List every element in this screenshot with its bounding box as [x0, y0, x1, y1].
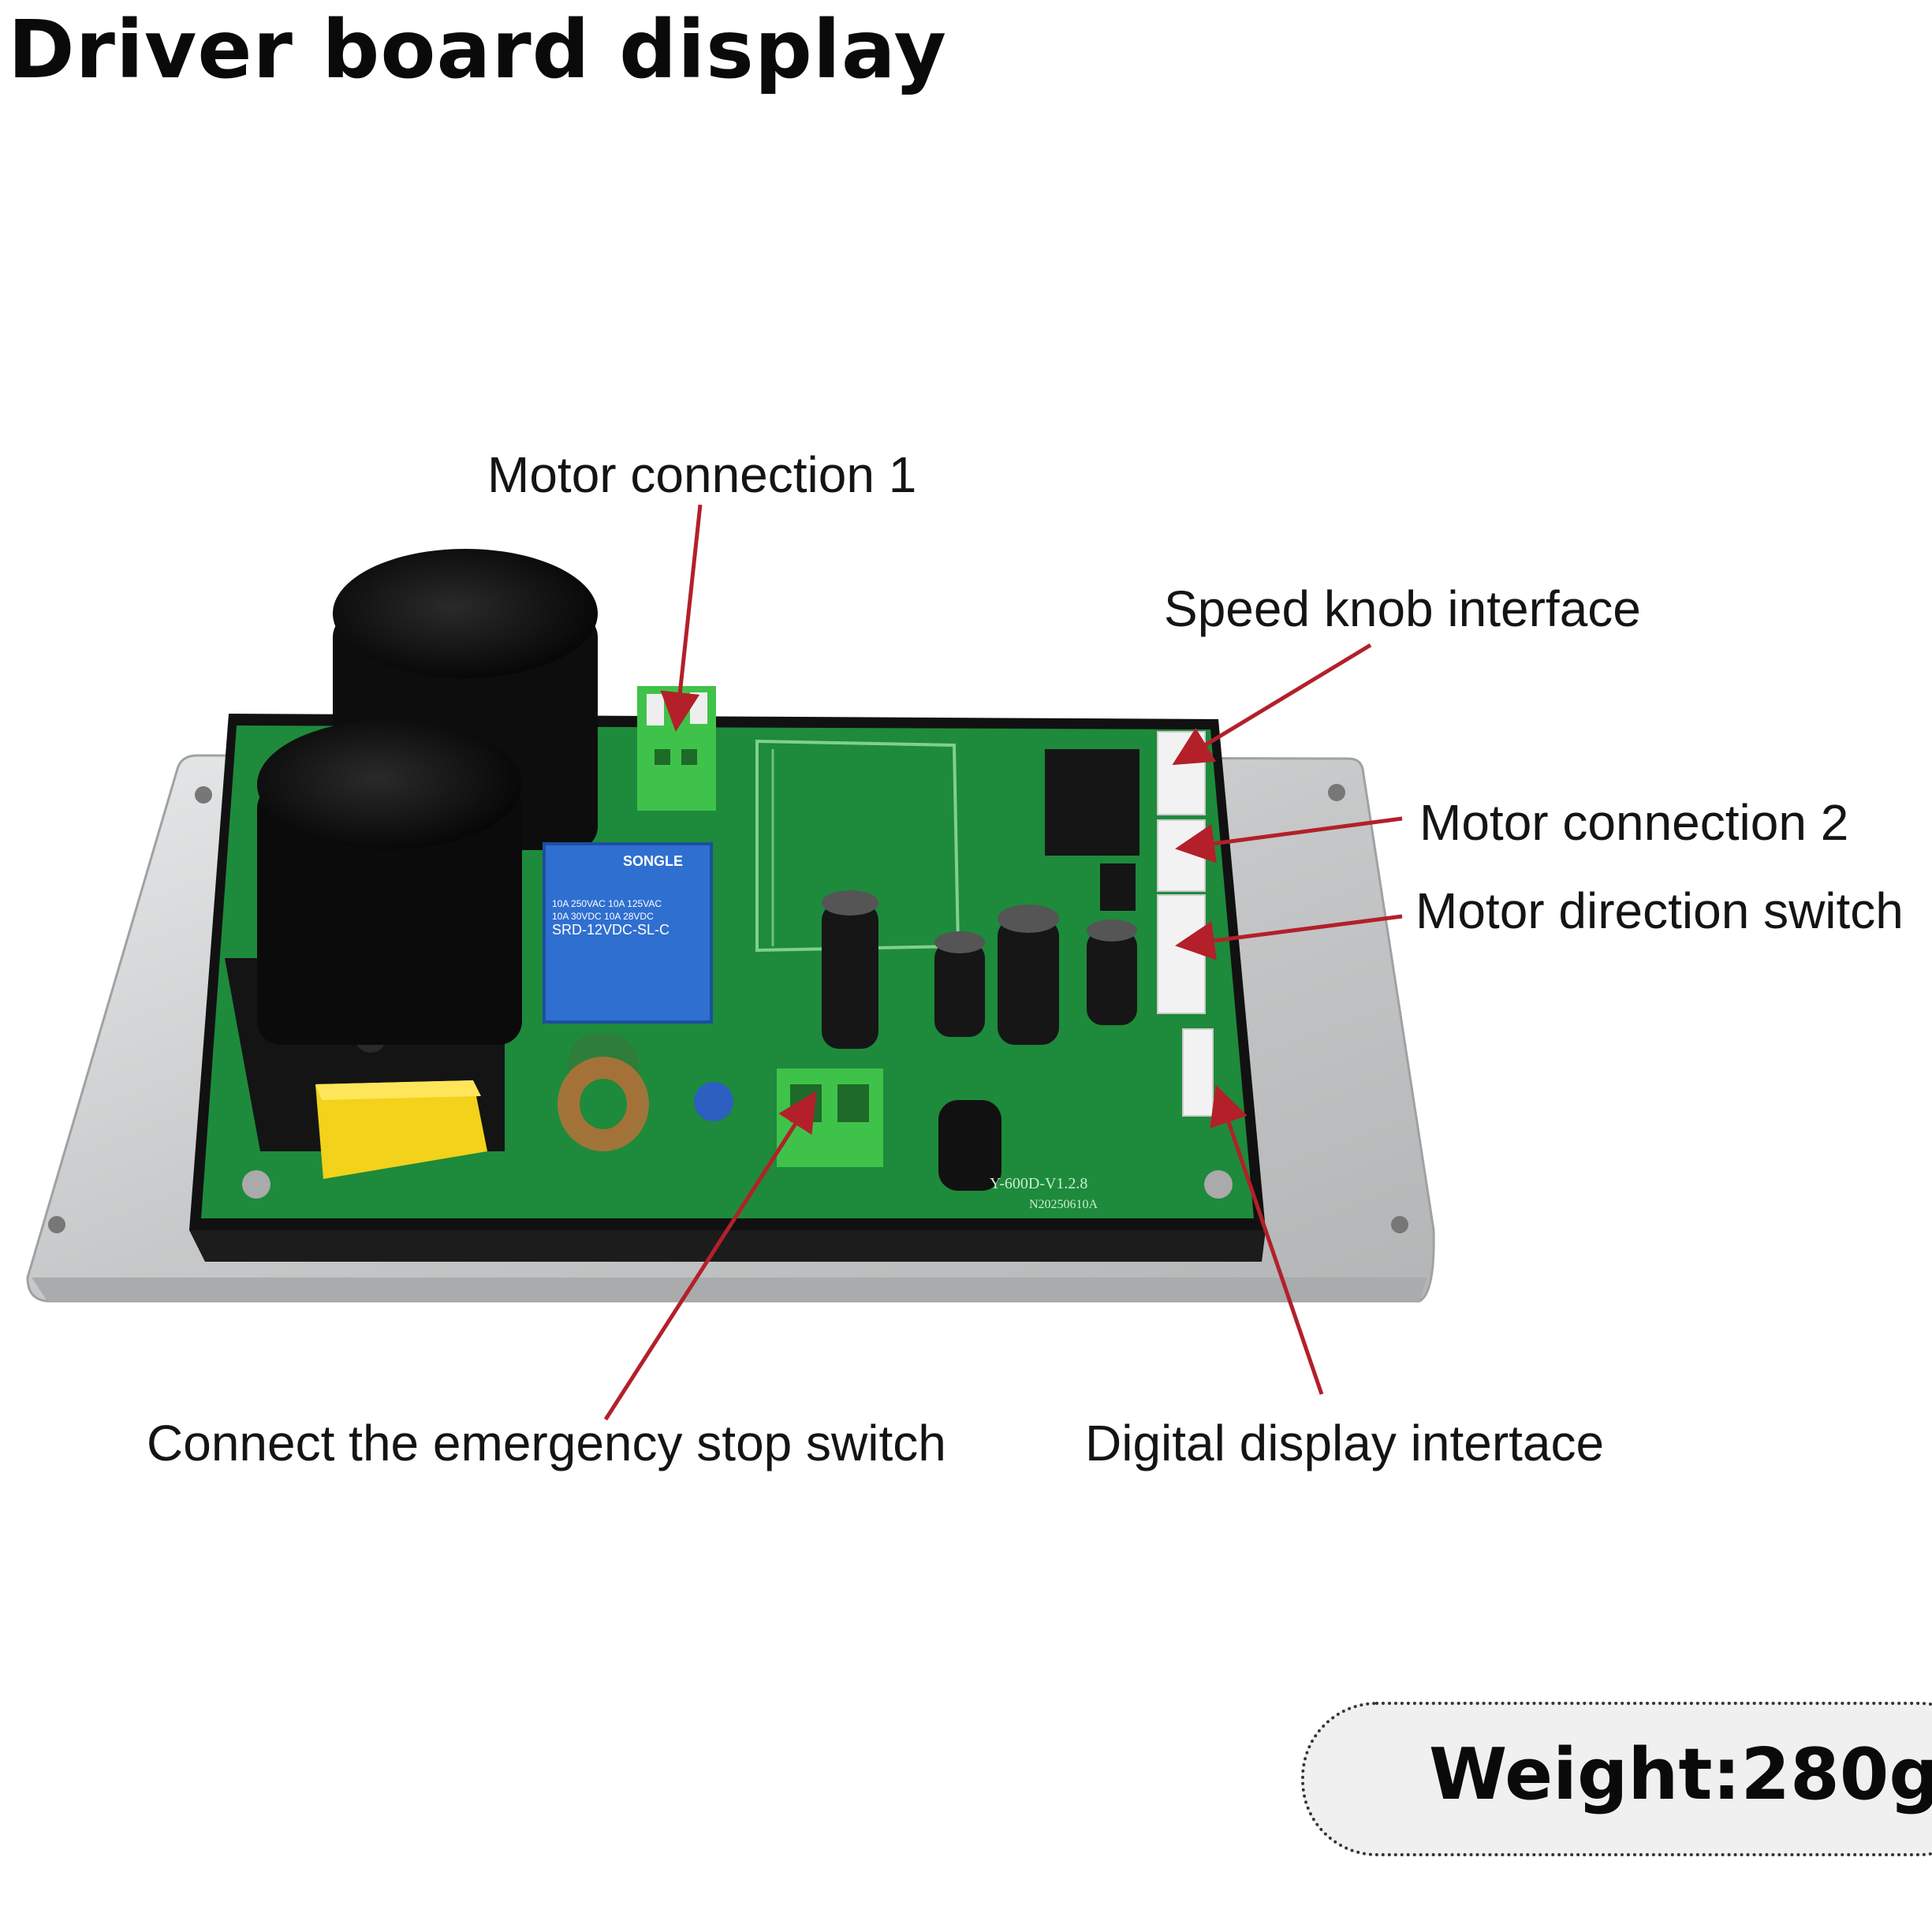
relay-model: SRD-12VDC-SL-C — [552, 922, 669, 938]
board-model-text: Y-600D-V1.2.8 — [990, 1175, 1087, 1192]
arrow-direction-switch — [1175, 914, 1403, 960]
relay-rating-1: 10A 250VAC 10A 125VAC — [552, 898, 662, 909]
callout-motor-connection-1: Motor connection 1 — [487, 446, 917, 503]
callout-digital-display: Digital display intertace — [1085, 1415, 1605, 1471]
weight-label: Weight:280g — [1429, 1733, 1932, 1816]
arrow-digital-display — [1210, 1084, 1324, 1395]
control-ic-chip — [1045, 749, 1139, 911]
callout-motor-direction-switch: Motor direction switch — [1415, 882, 1904, 939]
callout-motor-connection-2: Motor connection 2 — [1419, 794, 1849, 851]
callout-emergency-stop: Connect the emergency stop switch — [147, 1415, 946, 1471]
blue-disc-capacitor — [694, 1082, 733, 1121]
page-title: Driver board display — [8, 3, 948, 97]
callout-arrows — [603, 504, 1403, 1421]
arrow-motor-connection-1 — [660, 504, 703, 732]
arrow-emergency-stop — [603, 1091, 817, 1421]
arrow-speed-knob — [1172, 643, 1372, 766]
yellow-film-capacitor — [315, 1080, 487, 1179]
emergency-stop-terminal — [777, 1069, 883, 1167]
small-electrolytic-capacitors — [822, 890, 1137, 1191]
relay-brand: SONGLE — [623, 853, 683, 869]
white-header-connectors — [1157, 731, 1214, 1117]
toroidal-inductor — [558, 1033, 649, 1151]
arrow-motor-connection-2 — [1175, 816, 1403, 863]
board-serial-text: N20250610A — [1029, 1198, 1098, 1211]
relay-rating-2: 10A 30VDC 10A 28VDC — [552, 911, 654, 922]
large-electrolytic-capacitor-front — [257, 720, 522, 1045]
mounting-screws — [242, 1170, 1233, 1199]
motor-connection-1-terminal — [637, 686, 716, 811]
relay: SONGLE 10A 250VAC 10A 125VAC 10A 30VDC 1… — [543, 842, 713, 1024]
callout-speed-knob-interface: Speed knob interface — [1164, 580, 1641, 637]
weight-badge — [1301, 1702, 1932, 1856]
